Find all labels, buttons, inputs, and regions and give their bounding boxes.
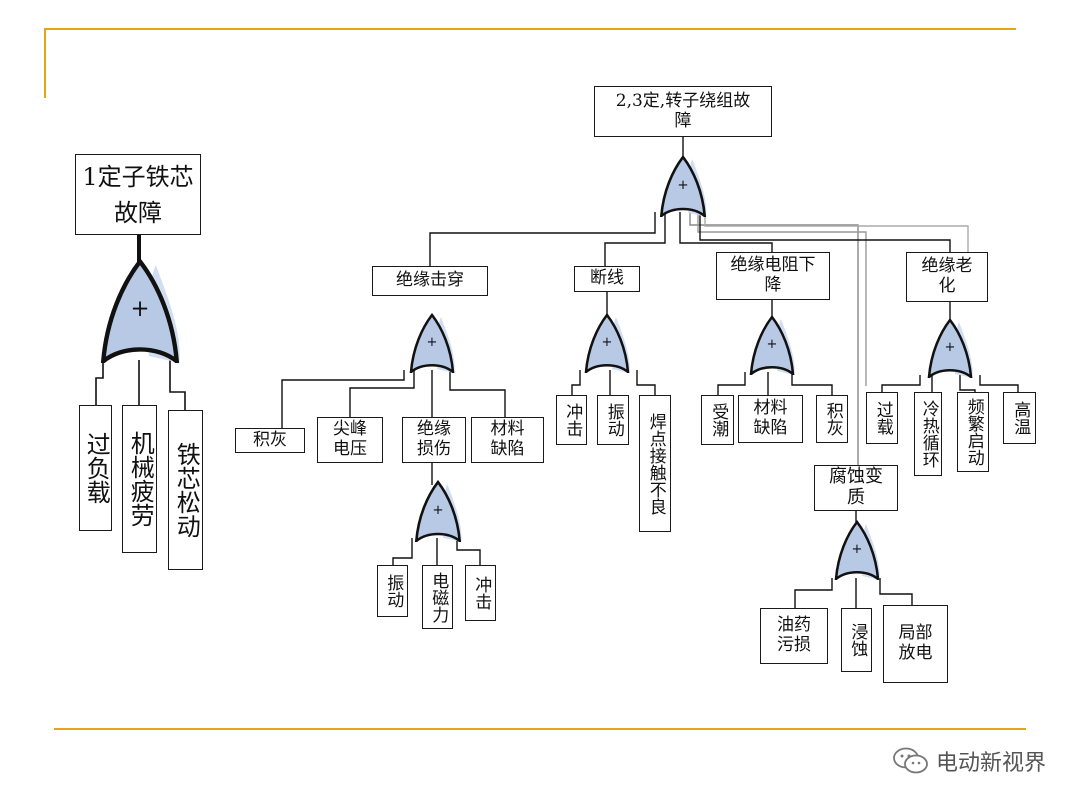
watermark: 电动新视界 <box>892 745 1046 777</box>
tree1-connectors <box>95 235 186 410</box>
cause-dust: 积灰 <box>235 428 305 453</box>
cause-material-defect-2: 材料缺陷 <box>738 395 803 443</box>
bottom-accent-rule <box>54 728 1026 730</box>
cause-poor-solder-contact: 焊点接触不良 <box>639 395 671 532</box>
branch-corrosion: 腐蚀变质 <box>814 465 898 511</box>
tree2-gate-top <box>661 157 706 217</box>
cause-moisture: 受潮 <box>701 395 734 445</box>
gate-insulation-breakdown <box>411 315 455 373</box>
cause-spike-voltage: 尖峰电压 <box>317 417 383 463</box>
cause-impact: 冲击 <box>465 565 496 621</box>
cause-vibration: 振动 <box>377 565 408 617</box>
top-event-stator-core: 1定子铁芯故障 <box>75 154 201 235</box>
cause-dust-2: 积灰 <box>816 395 848 443</box>
gate-broken-wire <box>584 313 632 373</box>
cause-mechanical-fatigue: 机械疲劳 <box>122 405 157 553</box>
branch-broken-wire: 断线 <box>574 266 640 292</box>
gate-aging <box>927 318 975 378</box>
top-left-accent-vertical <box>44 28 46 98</box>
wechat-icon <box>893 747 928 774</box>
branch-insulation-resistance-drop: 绝缘电阻下降 <box>716 252 830 300</box>
gate-insulation-damage <box>416 482 461 542</box>
top-accent-rule <box>44 28 1016 30</box>
cause-overload-2: 过载 <box>866 392 898 444</box>
cause-insulation-damage: 绝缘损伤 <box>402 417 466 463</box>
tree2-connectors <box>281 137 1019 608</box>
cause-erosion: 浸蚀 <box>841 608 872 672</box>
gate-resistance-drop <box>749 315 797 375</box>
cause-high-temperature: 高温 <box>1003 392 1036 444</box>
tree1-gate <box>103 262 179 364</box>
cause-overload: 过负载 <box>79 405 112 531</box>
cause-oil-contamination: 油药污损 <box>760 608 828 664</box>
cause-partial-discharge: 局部放电 <box>883 605 948 683</box>
top-event-winding-fault: 2,3定,转子绕组故障 <box>594 86 772 137</box>
gate-corrosion <box>834 520 882 580</box>
branch-insulation-breakdown: 绝缘击穿 <box>372 266 488 296</box>
cause-material-defect: 材料缺陷 <box>471 417 544 463</box>
cause-core-loosening: 铁芯松动 <box>168 410 203 570</box>
cause-vibration-2: 振动 <box>597 395 629 445</box>
cause-thermal-cycling: 冷热循环 <box>914 392 942 476</box>
cause-impact-2: 冲击 <box>556 395 587 445</box>
cause-electromagnetic-force: 电磁力 <box>422 565 453 629</box>
branch-insulation-aging: 绝缘老化 <box>906 252 988 302</box>
watermark-text: 电动新视界 <box>935 751 1046 776</box>
cause-frequent-start: 频繁启动 <box>957 392 989 472</box>
